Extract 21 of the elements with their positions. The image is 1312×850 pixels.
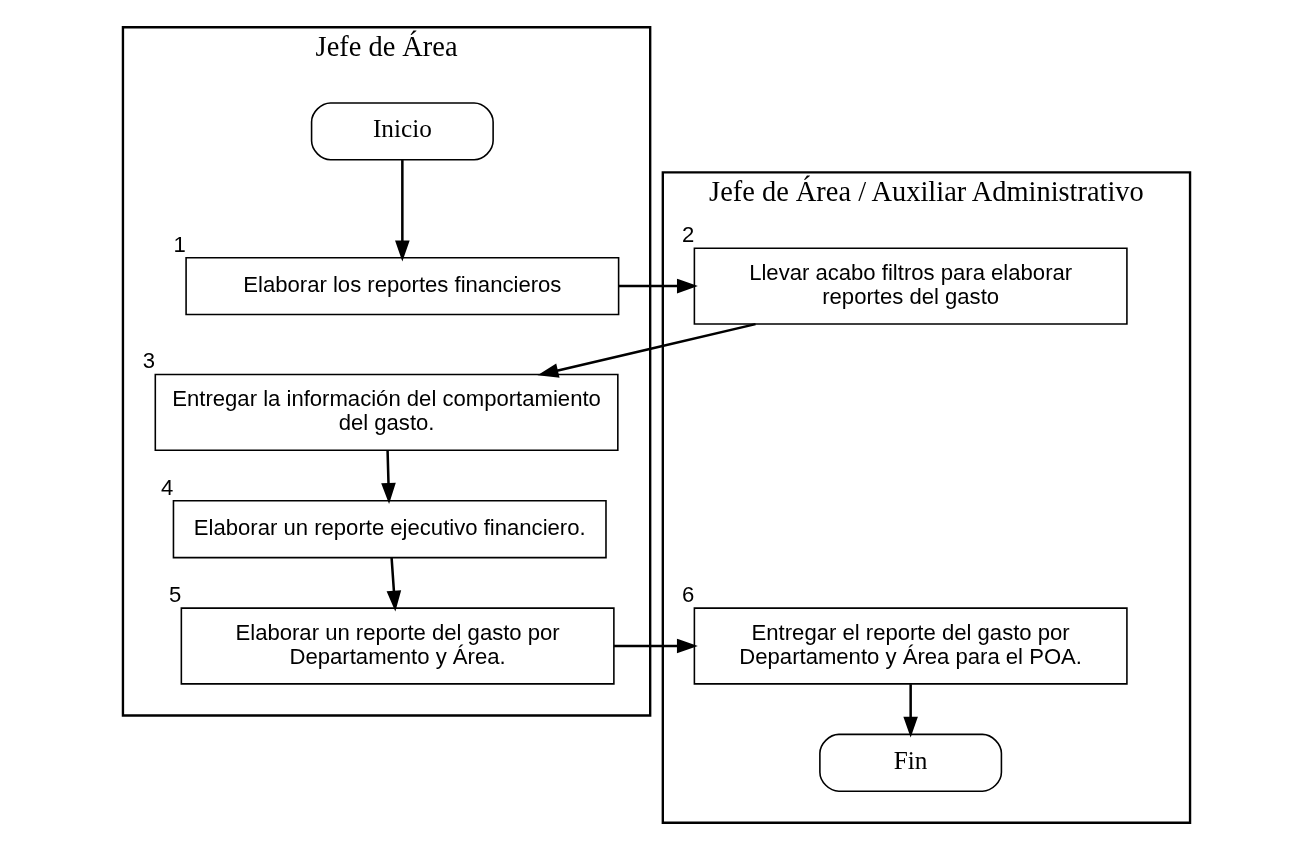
arrow [618, 278, 698, 294]
node-label: 3 [142, 348, 155, 374]
node-label: 6 [681, 582, 694, 608]
arrow [394, 160, 410, 262]
node-box: Elaborar un reporte del gasto por Departamento y Área. [180, 607, 615, 685]
node-box: Inicio [310, 102, 494, 161]
node-label: 4 [160, 474, 173, 500]
arrow [537, 322, 756, 378]
node-label: 2 [681, 222, 694, 248]
node-box: Entregar la información del comportamiento del gasto. [154, 373, 619, 452]
node-box: Llevar acabo filtros para elaborar reportes del gasto [693, 247, 1128, 325]
node-box: Entregar el reporte del gasto por Departamento y Área para el POA. [693, 607, 1128, 685]
node-label: 5 [168, 582, 181, 608]
arrow [386, 557, 401, 612]
node-label: 1 [173, 231, 186, 257]
node-box: Elaborar un reporte ejecutivo financiero. [172, 499, 607, 559]
node-box: Fin [818, 733, 1002, 792]
arrow [902, 684, 918, 738]
arrow [380, 450, 396, 504]
arrow [613, 638, 698, 654]
node-box: Elaborar los reportes financieros [184, 256, 619, 316]
